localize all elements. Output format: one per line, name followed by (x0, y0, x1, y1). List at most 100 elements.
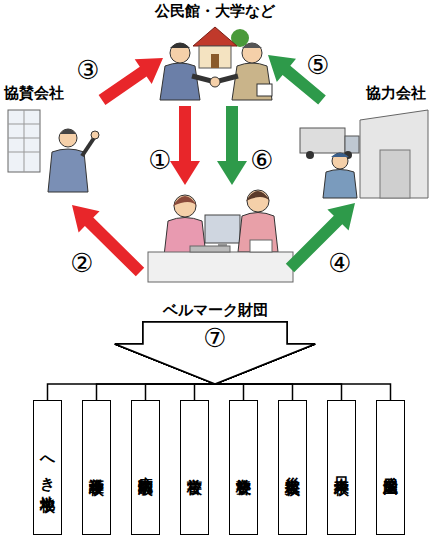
bracket-line (48, 384, 216, 400)
callout-number: ⑤ (306, 52, 329, 78)
callout-number: ③ (76, 57, 99, 83)
hollow-arrow (115, 322, 315, 384)
flow-arrow (99, 58, 163, 105)
bracket-line (215, 384, 391, 400)
man-hair (60, 129, 76, 134)
woman-head (174, 195, 196, 217)
box-label: 病院内学級 (136, 465, 155, 470)
box-label: 発展途上国 (381, 465, 400, 470)
bracket-line (215, 384, 293, 400)
man-body (160, 63, 200, 100)
man-head (332, 153, 348, 169)
man-arm (82, 138, 94, 156)
text-box: 盲学校 (180, 400, 209, 535)
bracket-line (215, 384, 342, 400)
node-label: 協賛会社 (4, 84, 64, 103)
distribution-arrow (115, 322, 342, 400)
bracket-line (97, 384, 216, 400)
text-box: 発展途上国 (376, 400, 405, 535)
man-body (232, 63, 272, 100)
illustration-node: 協賛会社 (2, 80, 102, 195)
stamp-box (250, 240, 272, 252)
hands (210, 77, 220, 87)
text-box: へき地学校 (33, 400, 62, 535)
callout-number: ⑦ (203, 325, 226, 351)
man-cap (331, 153, 349, 157)
computer-monitor (205, 215, 240, 243)
warehouse (360, 110, 428, 198)
office-building (8, 110, 40, 172)
paper (257, 84, 272, 96)
woman-hair (173, 196, 197, 206)
node-label: 協力会社 (366, 84, 426, 103)
hollow-arrow (115, 322, 315, 384)
box-label: へき地学校 (38, 448, 57, 487)
text-box: 養護学校 (82, 400, 111, 535)
illustration-node: 公民館・大学など (140, 2, 290, 105)
hollow-arrow (115, 322, 315, 384)
node-label: ベルマーク財団 (140, 301, 290, 320)
callout-number: ① (148, 147, 171, 173)
man-hair (170, 43, 190, 48)
house-roof (193, 27, 237, 46)
man-head (242, 43, 262, 63)
box-label: 盲学校 (185, 466, 204, 469)
distribution-arrow (115, 322, 315, 400)
hollow-arrow (115, 322, 315, 384)
box-label: 養護学校 (87, 466, 106, 470)
distribution-arrow (115, 322, 315, 400)
arrow-shape (170, 106, 200, 185)
woman-head (247, 190, 269, 212)
bracket-line (146, 384, 216, 400)
callout-number: ⑥ (250, 147, 273, 173)
hollow-arrow (115, 322, 315, 384)
handshake-illustration (160, 27, 272, 100)
arrow-shape (217, 106, 247, 185)
staff-illustration (148, 190, 293, 282)
node-label: 公民館・大学など (140, 2, 290, 21)
callout-number: ② (70, 250, 93, 276)
desk (148, 252, 293, 282)
box-label: 災害被災校 (283, 465, 302, 470)
hollow-arrow (115, 322, 315, 384)
distribution-arrow (115, 322, 315, 400)
keyboard (190, 246, 230, 252)
truck-cab (345, 136, 359, 153)
distribution-arrow (115, 322, 391, 400)
woman-hair (246, 191, 270, 201)
text-box: 聾学校 (229, 400, 258, 535)
callout-number: ④ (328, 250, 351, 276)
warehouse-door (380, 150, 410, 198)
distribution-arrow (48, 322, 316, 400)
building-windows (8, 110, 40, 172)
box-label: 聾学校 (234, 466, 253, 469)
text-box: 病院内学級 (131, 400, 160, 535)
house-wall (199, 46, 231, 68)
truck-wheel (306, 151, 314, 159)
text-box: 災害被災校 (278, 400, 307, 535)
flow-arrow (170, 106, 200, 185)
arrow-shape (99, 58, 163, 105)
box-label: 日本人学校 (332, 465, 351, 470)
house-door (211, 54, 219, 68)
hollow-arrow (115, 322, 315, 384)
illustration-node: 協力会社 (295, 80, 430, 198)
bracket-line (215, 384, 244, 400)
woman-body (238, 213, 278, 253)
flow-arrow (217, 106, 247, 185)
man-body (323, 170, 357, 199)
sponsor-illustration (8, 110, 99, 192)
bracket-line (195, 384, 216, 400)
hollow-arrow (115, 322, 315, 384)
text-box: 日本人学校 (327, 400, 356, 535)
man-hair (242, 43, 262, 48)
truck-cargo (300, 128, 345, 153)
man-hand (91, 131, 99, 139)
man-head (59, 129, 77, 147)
illustration-node: ベルマーク財団 (140, 175, 290, 320)
cooperator-illustration (300, 110, 428, 198)
distribution-arrow (115, 322, 315, 400)
